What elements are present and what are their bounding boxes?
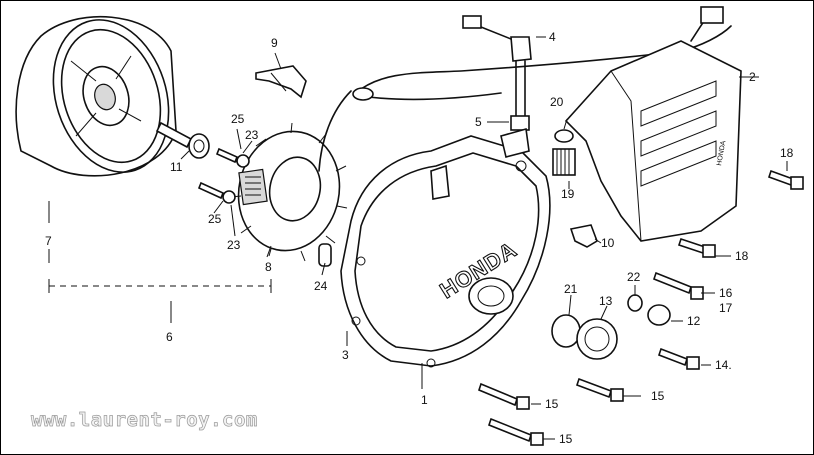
rear-cover: [564, 40, 742, 242]
callout-20: 20: [550, 95, 564, 109]
callout-12: 12: [687, 314, 701, 328]
callout-11: 11: [170, 160, 183, 174]
pulser-lead: [462, 15, 532, 131]
callout-23-upper: 23: [245, 128, 259, 142]
callout-23-lower: 23: [227, 238, 241, 252]
callout-10: 10: [601, 236, 615, 250]
flywheel-bolt: [155, 121, 210, 159]
leader-lines: [180, 36, 788, 440]
callout-13: 13: [599, 294, 613, 308]
callout-14: 14.: [715, 358, 732, 372]
wire-harness: [318, 6, 732, 172]
wire-clamp: [255, 65, 307, 99]
callout-3: 3: [342, 348, 349, 362]
callout-2: 2: [749, 70, 756, 84]
callout-16: 16: [719, 286, 733, 300]
callout-21: 21: [564, 282, 578, 296]
callout-6: 6: [166, 330, 173, 344]
callout-24: 24: [314, 279, 328, 293]
cover-bolts: [478, 169, 804, 446]
callout-15-upper: 15: [545, 397, 559, 411]
oil-strainer: [552, 129, 576, 176]
stator-screws: [197, 147, 250, 204]
watermark: www.laurent-roy.com: [31, 409, 258, 431]
callout-1: 1: [421, 393, 428, 407]
callout-4: 4: [549, 30, 556, 44]
callout-18-upper: 18: [780, 146, 794, 160]
callout-18-lower: 18: [735, 249, 749, 263]
callout-15-middle: 15: [651, 389, 665, 403]
assembly-brackets: [48, 201, 272, 323]
dowel-pin: [318, 243, 332, 267]
left-crankcase-cover: [340, 127, 551, 368]
callout-numbers: 1 2 3 4 5 6 7 8 9 10 11 12 13 14. 15 15 …: [45, 30, 794, 446]
callout-22: 22: [627, 270, 641, 284]
callout-17: 17: [719, 301, 733, 315]
callout-5: 5: [475, 115, 482, 129]
flywheel: [15, 16, 177, 177]
callout-7: 7: [45, 234, 52, 248]
cable-clamp: [569, 224, 598, 248]
callout-25-lower: 25: [208, 212, 222, 226]
callout-19: 19: [561, 187, 575, 201]
callout-9: 9: [271, 36, 278, 50]
callout-8: 8: [265, 260, 272, 274]
rear-cover-brand-emboss: HONDA: [716, 140, 727, 166]
inspection-plugs: [551, 294, 671, 360]
callout-15-lower: 15: [559, 432, 573, 446]
stator: [230, 122, 348, 262]
callout-25-upper: 25: [231, 112, 245, 126]
